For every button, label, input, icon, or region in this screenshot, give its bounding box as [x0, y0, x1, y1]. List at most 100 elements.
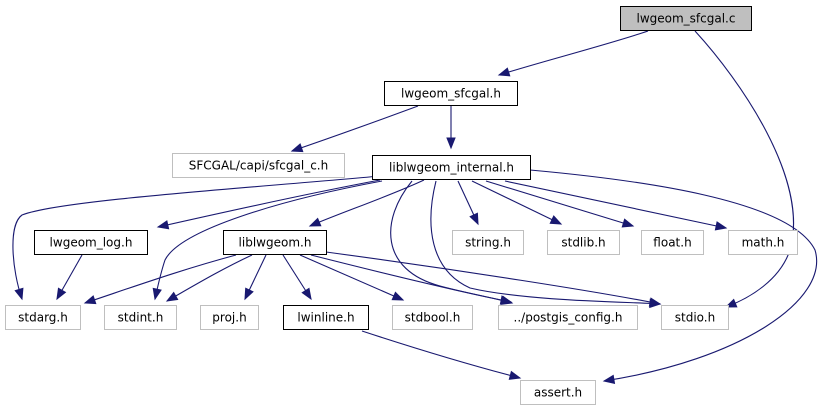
node-box	[172, 153, 345, 178]
arrowhead-icon	[621, 218, 635, 228]
node-label: liblwgeom.h	[239, 236, 312, 250]
edge-liblwgeom-internal-h-to-string-h	[457, 180, 479, 226]
node-label: math.h	[742, 236, 785, 250]
node-stdarg-h: stdarg.h	[5, 305, 81, 330]
node-box	[661, 305, 729, 330]
nodes-layer: lwgeom_sfcgal.c lwgeom_sfcgal.hSFCGAL/cap…	[5, 6, 798, 405]
edge-liblwgeom-internal-h-to-liblwgeom-h	[308, 179, 425, 227]
node-box	[452, 230, 524, 255]
node-label: lwgeom_sfcgal.c	[637, 12, 736, 26]
edge-liblwgeom-internal-h-to-math-h	[504, 180, 728, 231]
node-float-h: float.h	[641, 230, 704, 255]
node-postgis-config-h: ../postgis_config.h	[498, 305, 638, 330]
arrowhead-icon	[83, 295, 97, 305]
edges-layer	[12, 30, 818, 384]
node-box	[498, 305, 638, 330]
node-box	[200, 305, 259, 330]
node-box	[372, 155, 531, 180]
arrowhead-icon	[499, 295, 513, 305]
node-liblwgeom-internal-h[interactable]: liblwgeom_internal.h	[372, 155, 531, 180]
edge-liblwgeom-h-to-postgis-config-h	[310, 254, 513, 305]
edge-line	[430, 180, 661, 305]
arrowhead-icon	[497, 67, 511, 77]
node-lwgeom-sfcgal-c: lwgeom_sfcgal.c	[620, 6, 752, 31]
edge-liblwgeom-h-to-stdio-h	[325, 251, 662, 307]
arrowhead-icon	[156, 220, 170, 230]
edge-line	[498, 30, 649, 76]
arrowhead-icon	[308, 217, 322, 227]
edge-liblwgeom-h-to-stdint-h	[165, 254, 253, 302]
edge-liblwgeom-internal-h-to-float-h	[485, 180, 635, 228]
node-stdio-h: stdio.h	[661, 305, 729, 330]
node-box	[283, 305, 369, 330]
node-label: stdint.h	[118, 311, 164, 325]
arrowhead-icon	[244, 287, 254, 301]
node-box	[641, 230, 704, 255]
arrowhead-icon	[714, 221, 728, 231]
node-label: lwgeom_log.h	[50, 236, 133, 250]
edge-line	[485, 180, 634, 227]
node-label: liblwgeom_internal.h	[389, 161, 514, 175]
edge-liblwgeom-internal-h-to-assert-h	[529, 169, 818, 384]
node-label: float.h	[653, 236, 691, 250]
node-box	[5, 305, 81, 330]
node-string-h: string.h	[452, 230, 524, 255]
arrowhead-icon	[446, 137, 456, 150]
edge-liblwgeom-internal-h-to-stdlib-h	[471, 180, 563, 225]
node-liblwgeom-h[interactable]: liblwgeom.h	[223, 230, 327, 255]
node-label: lwinline.h	[297, 311, 354, 325]
node-box	[104, 305, 177, 330]
arrowhead-icon	[56, 287, 67, 301]
edge-line	[504, 180, 727, 229]
edge-line	[310, 254, 512, 303]
node-lwgeom-sfcgal-h[interactable]: lwgeom_sfcgal.h	[384, 81, 518, 106]
node-math-h: math.h	[728, 230, 798, 255]
edge-liblwgeom-h-to-stdbool-h	[299, 254, 405, 301]
node-box	[547, 230, 620, 255]
edge-line	[529, 169, 818, 382]
edge-liblwgeom-internal-h-to-lwgeom-log-h	[156, 179, 381, 230]
arrowhead-icon	[648, 297, 662, 307]
edge-line	[12, 175, 381, 300]
edge-liblwgeom-h-to-stdarg-h	[83, 254, 237, 305]
arrowhead-icon	[508, 370, 522, 380]
node-label: proj.h	[212, 311, 246, 325]
arrowhead-icon	[549, 215, 563, 225]
node-lwgeom-log-h[interactable]: lwgeom_log.h	[34, 230, 148, 255]
edge-line	[694, 30, 795, 308]
node-label: assert.h	[534, 386, 582, 400]
node-box	[520, 380, 596, 405]
arrowhead-icon	[152, 287, 162, 301]
node-box	[392, 305, 473, 330]
node-box	[620, 6, 752, 31]
node-label: lwgeom_sfcgal.h	[401, 87, 501, 101]
node-box	[223, 230, 327, 255]
edge-lwgeom-sfcgal-h-to-sfcgal-c-h	[290, 105, 419, 153]
arrowhead-icon	[391, 291, 405, 301]
node-lwinline-h[interactable]: lwinline.h	[283, 305, 369, 330]
edge-line	[166, 254, 253, 302]
edge-liblwgeom-h-to-lwinline-h	[282, 254, 312, 301]
node-stdint-h: stdint.h	[104, 305, 177, 330]
arrowhead-icon	[14, 287, 24, 301]
edge-lwgeom-sfcgal-h-to-liblwgeom-internal-h	[446, 106, 456, 150]
edge-liblwgeom-internal-h-to-stdarg-h	[12, 175, 381, 301]
edge-line	[157, 179, 381, 228]
edge-line	[84, 254, 237, 304]
edge-lwinline-h-to-assert-h	[361, 330, 522, 380]
edge-liblwgeom-internal-h-to-stdint-h	[152, 180, 383, 301]
arrowhead-icon	[301, 287, 312, 301]
edge-lwgeom-log-h-to-stdarg-h	[56, 254, 83, 301]
edge-line	[325, 251, 661, 305]
node-label: stdio.h	[675, 311, 715, 325]
node-label: stdbool.h	[405, 311, 461, 325]
node-label: SFCGAL/capi/sfcgal_c.h	[189, 159, 328, 173]
node-proj-h: proj.h	[200, 305, 259, 330]
arrowhead-icon	[290, 143, 304, 153]
node-label: string.h	[465, 236, 511, 250]
edge-line	[154, 180, 383, 300]
edge-liblwgeom-h-to-proj-h	[244, 254, 267, 301]
edge-lwgeom-sfcgal-c-to-stdio-h	[694, 30, 795, 308]
node-label: ../postgis_config.h	[514, 311, 623, 325]
edge-line	[299, 254, 404, 301]
